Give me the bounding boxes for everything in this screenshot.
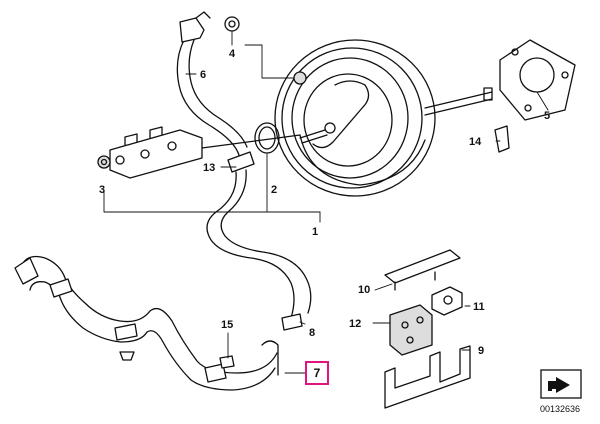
o-ring (254, 122, 280, 154)
holder-part-11 (431, 286, 463, 316)
callout-6[interactable]: 6 (200, 69, 207, 81)
callout-2[interactable]: 2 (271, 184, 278, 196)
hose-clamp (281, 313, 303, 331)
brake-booster (274, 39, 493, 197)
callout-12[interactable]: 12 (349, 318, 362, 330)
callout-14[interactable]: 14 (469, 136, 482, 148)
callout-7-highlighted[interactable]: 7 (305, 361, 329, 385)
callout-11[interactable]: 11 (473, 301, 485, 313)
callout-5[interactable]: 5 (544, 110, 551, 122)
vacuum-hose-lower (206, 169, 312, 319)
callout-13[interactable]: 13 (203, 162, 216, 174)
master-cylinder (109, 126, 301, 179)
callout-4[interactable]: 4 (229, 48, 236, 60)
callout-3[interactable]: 3 (99, 184, 106, 196)
callout-8[interactable]: 8 (309, 327, 316, 339)
cover-part-10 (384, 249, 461, 291)
clip (494, 125, 510, 153)
diagram-number: 00132636 (540, 404, 581, 414)
callout-9[interactable]: 9 (478, 345, 485, 357)
vacuum-hose-long (14, 255, 279, 391)
arrow-box-icon[interactable] (540, 369, 582, 399)
callout-1[interactable]: 1 (312, 226, 319, 238)
grommet (227, 151, 255, 173)
callout-10[interactable]: 10 (358, 284, 371, 296)
leader-lines (103, 30, 549, 374)
gasket (499, 39, 576, 121)
callout-15[interactable]: 15 (221, 319, 234, 331)
vacuum-hose-upper (176, 11, 248, 156)
hose-bracket (119, 351, 235, 369)
damper-part-12 (389, 304, 433, 356)
nut (97, 155, 111, 169)
bracket-part-9 (384, 345, 471, 409)
washer (224, 16, 240, 32)
